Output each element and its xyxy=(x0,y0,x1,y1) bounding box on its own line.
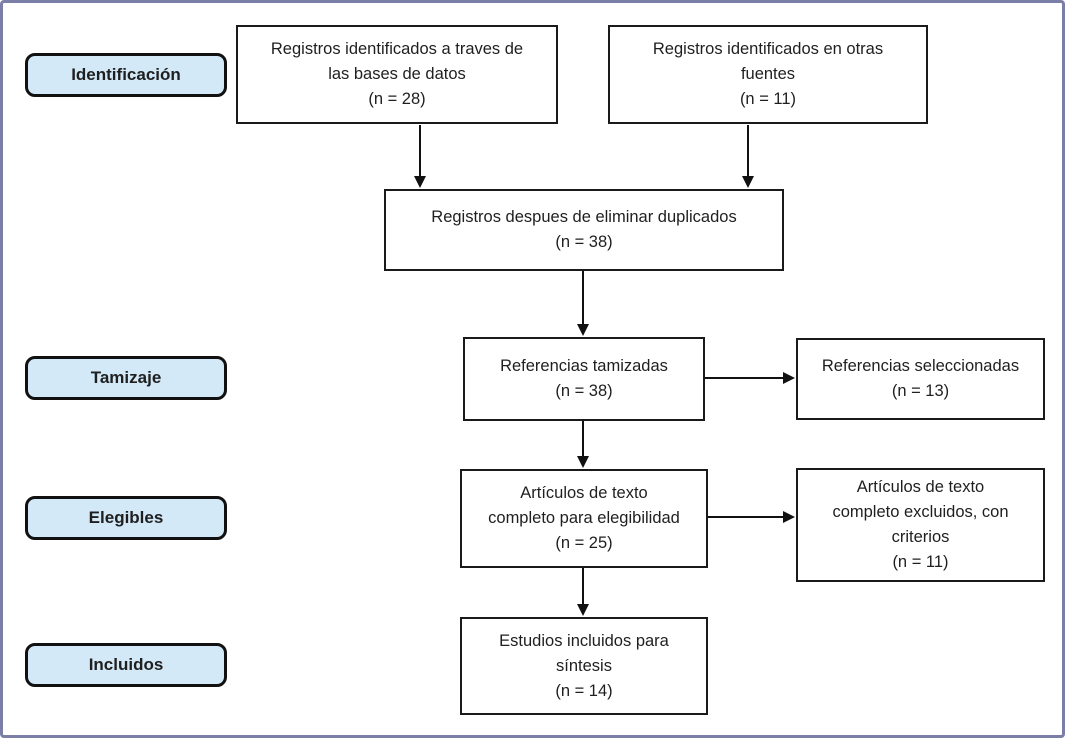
node-fulltext-articles-excluded: Artículos de texto completo excluidos, c… xyxy=(796,468,1045,582)
node-text-line: criterios xyxy=(891,528,950,546)
node-references-screened: Referencias tamizadas (n = 38) xyxy=(463,337,705,421)
node-records-identified-other-sources: Registros identificados en otras fuentes… xyxy=(608,25,928,124)
node-text-line: Artículos de texto xyxy=(856,478,985,496)
node-fulltext-articles-eligibility: Artículos de texto completo para elegibi… xyxy=(460,469,708,568)
node-text-line: Referencias seleccionadas xyxy=(821,357,1020,375)
node-text-line: Registros identificados a traves de xyxy=(270,40,524,58)
node-text-line: síntesis xyxy=(556,656,612,675)
node-studies-included-synthesis: Estudios incluidos para síntesis (n = 14… xyxy=(460,617,708,715)
node-text-line: las bases de datos xyxy=(328,65,466,83)
node-count: (n = 14) xyxy=(555,681,613,700)
stage-label-identificacion: Identificación xyxy=(25,53,227,97)
node-count: (n = 38) xyxy=(555,382,613,400)
node-records-after-duplicates-removed: Registros despues de eliminar duplicados… xyxy=(384,189,784,271)
node-count: (n = 11) xyxy=(892,553,949,571)
node-records-identified-databases: Registros identificados a traves de las … xyxy=(236,25,558,124)
stage-label-text: Elegibles xyxy=(88,508,164,527)
stage-label-text: Identificación xyxy=(71,65,181,84)
node-count: (n = 13) xyxy=(891,382,950,400)
stage-label-incluidos: Incluidos xyxy=(25,643,227,687)
node-text-line: fuentes xyxy=(740,65,796,83)
node-count: (n = 38) xyxy=(555,233,613,251)
stage-label-text: Incluidos xyxy=(88,655,164,674)
node-count: (n = 11) xyxy=(739,90,797,108)
node-text-line: Artículos de texto xyxy=(520,484,648,502)
stage-label-tamizaje: Tamizaje xyxy=(25,356,227,400)
node-text-line: completo excluidos, con xyxy=(832,503,1009,521)
node-text-line: Registros identificados en otras xyxy=(652,40,884,58)
stage-label-elegibles: Elegibles xyxy=(25,496,227,540)
node-text-line: Referencias tamizadas xyxy=(500,357,668,375)
node-text-line: Estudios incluidos para xyxy=(499,631,669,650)
node-references-selected: Referencias seleccionadas (n = 13) xyxy=(796,338,1045,420)
stage-label-text: Tamizaje xyxy=(90,368,162,387)
node-text-line: Registros despues de eliminar duplicados xyxy=(431,208,737,226)
node-count: (n = 25) xyxy=(555,534,613,552)
node-count: (n = 28) xyxy=(368,90,426,108)
node-text-line: completo para elegibilidad xyxy=(488,509,680,527)
